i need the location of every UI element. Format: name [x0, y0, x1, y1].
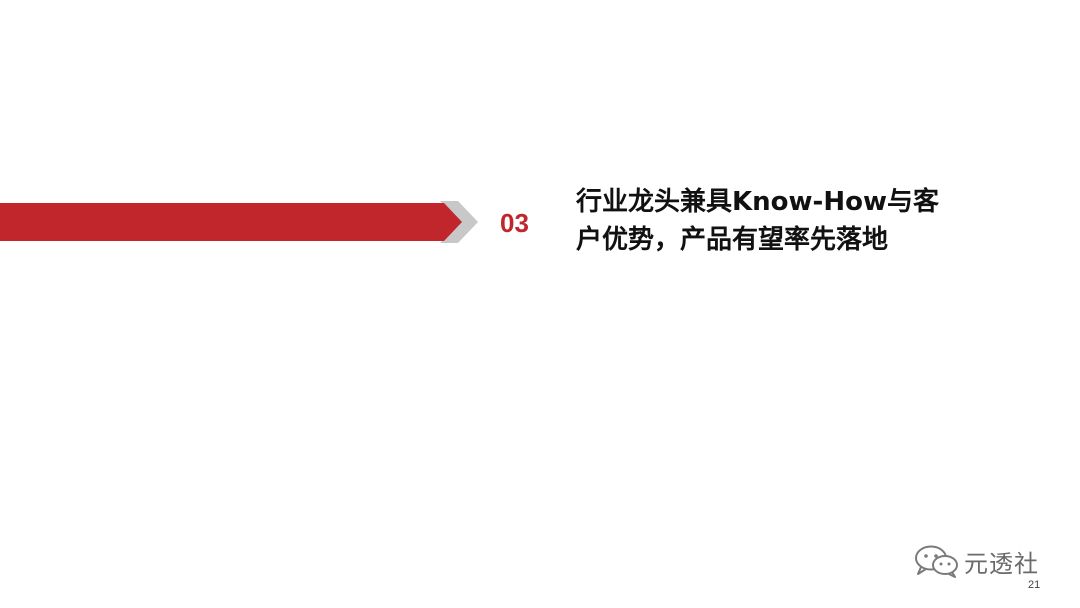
arrow-gray-shadow	[440, 201, 478, 243]
watermark: 元透社	[912, 543, 1039, 579]
section-title: 行业龙头兼具Know-How与客户优势，产品有望率先落地	[576, 187, 939, 255]
red-arrow-banner	[0, 201, 478, 243]
arrow-red-bar	[0, 203, 462, 241]
watermark-text: 元透社	[964, 549, 1039, 578]
section-number: 03	[500, 208, 529, 238]
wechat-icon	[915, 545, 958, 578]
page-number: 21	[1028, 579, 1041, 591]
